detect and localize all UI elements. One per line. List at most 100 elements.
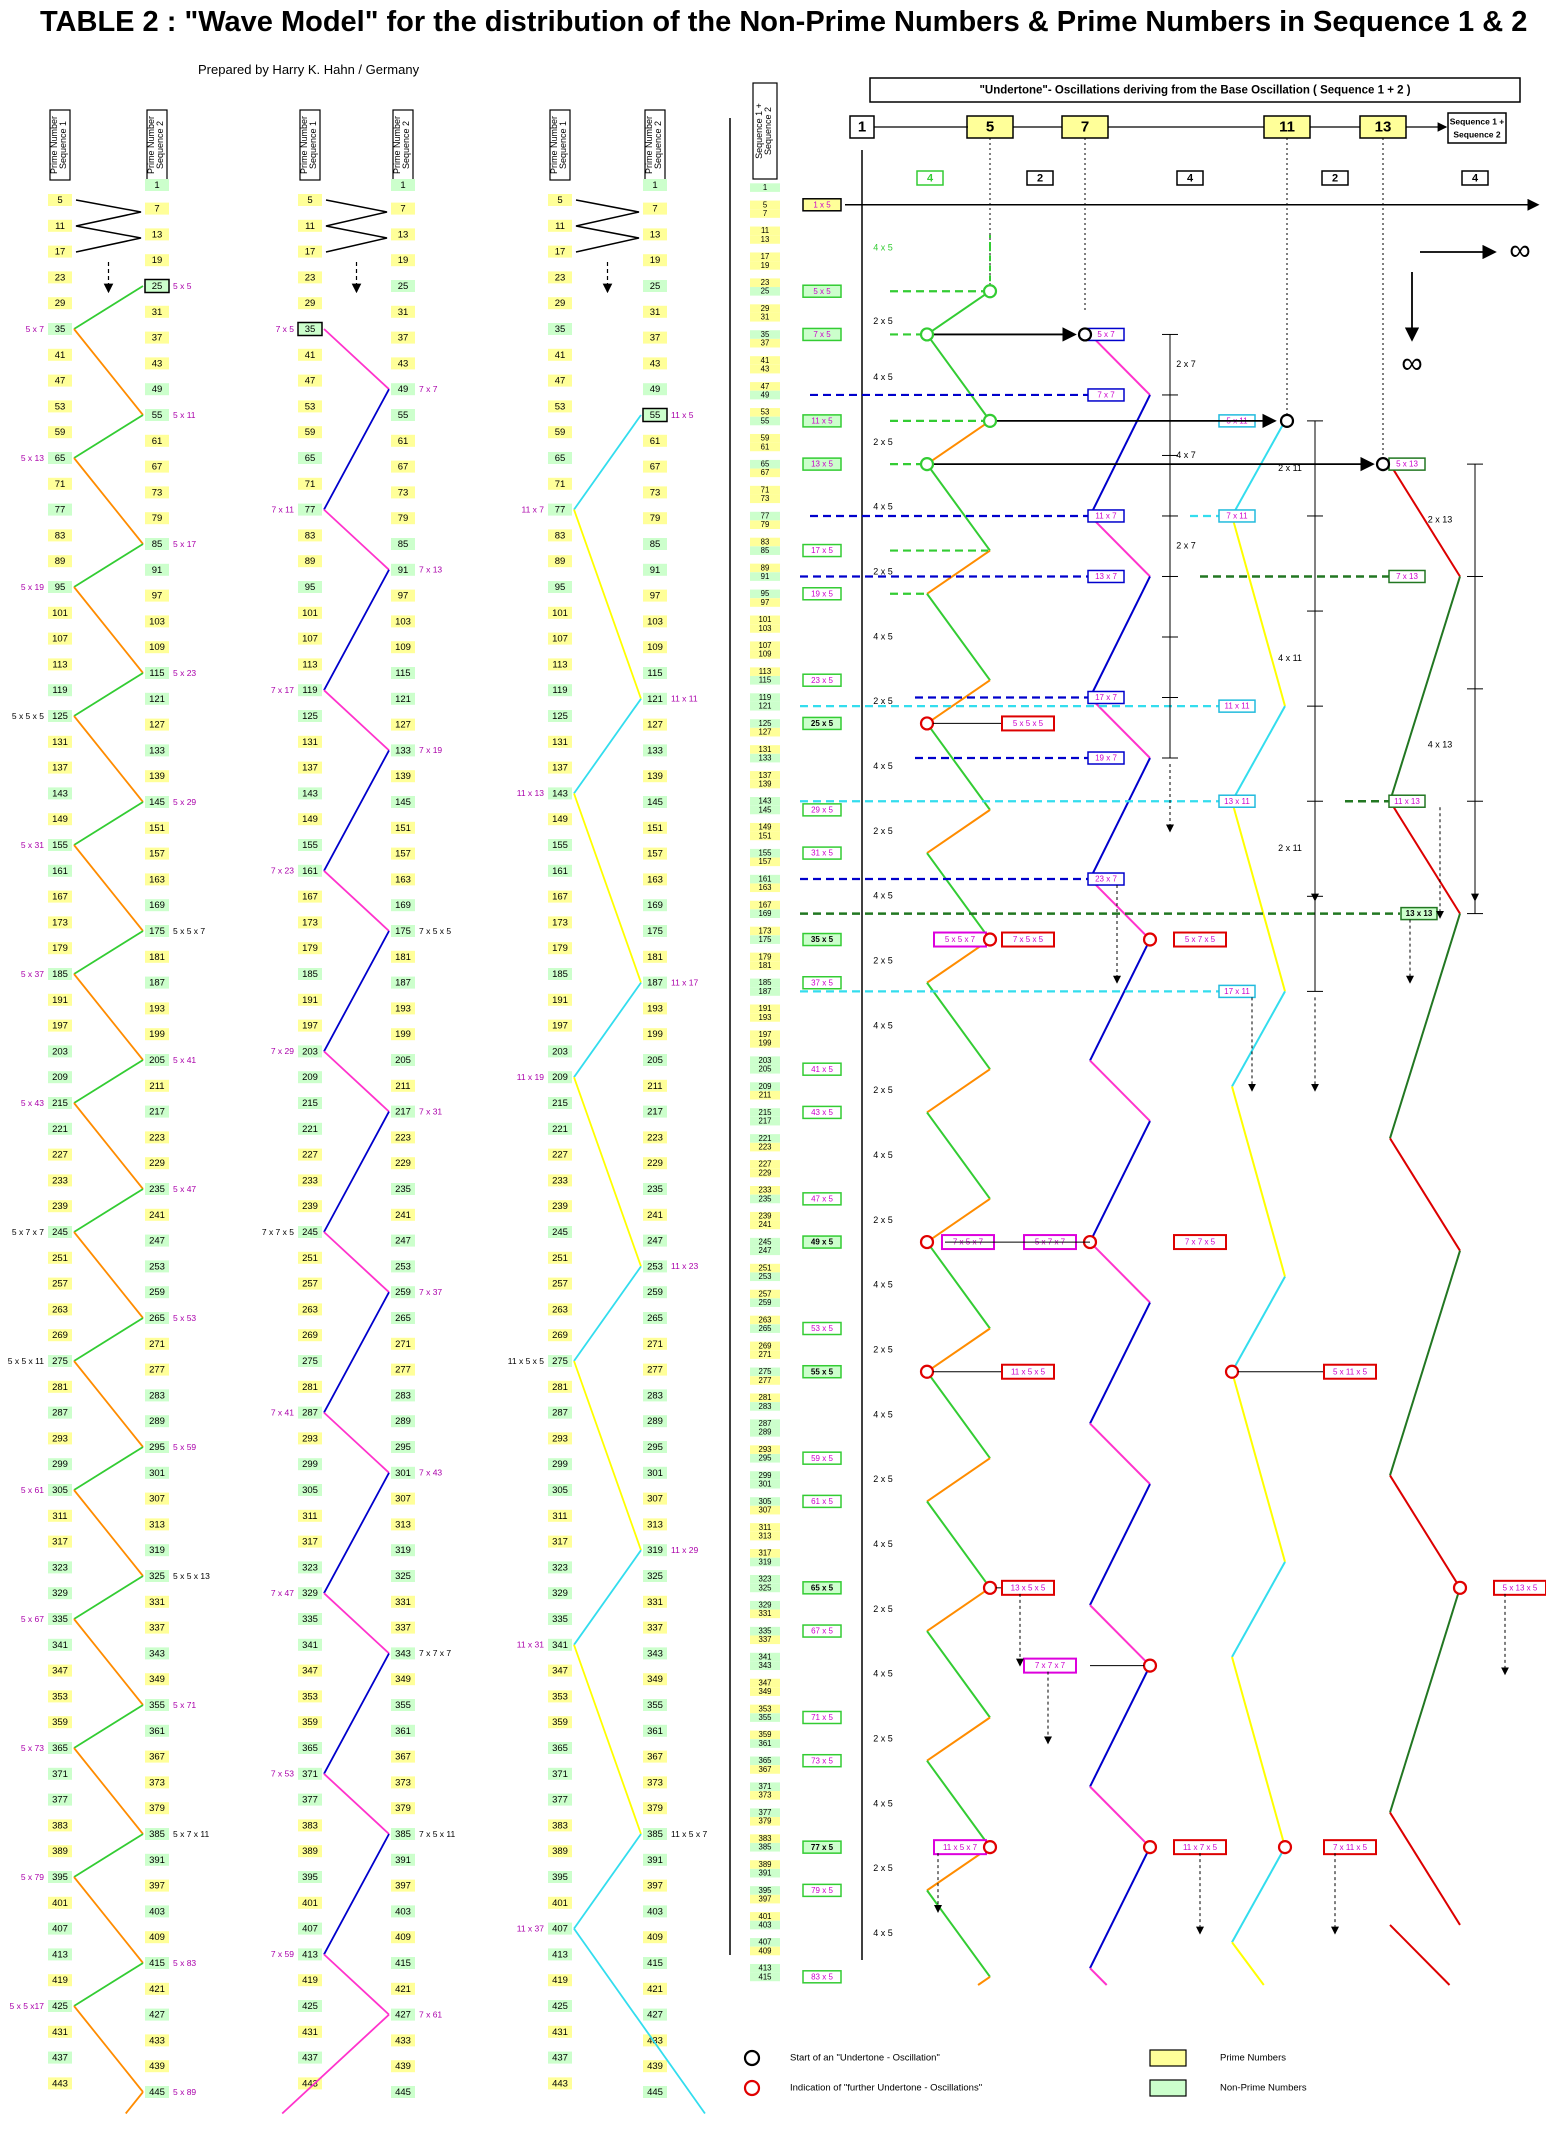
step-value: 2 [1332,172,1338,184]
oscillation-box-label: 7 x 11 [1226,512,1248,521]
seq1-cell [298,1664,322,1677]
seq1-cell [298,1845,322,1858]
combined-number: 365 [758,1756,772,1765]
combined-cell [750,1064,780,1074]
seq1-cell [298,813,322,826]
step-box [1461,170,1489,186]
combined-cell [750,1376,780,1385]
combined-cell [750,1134,780,1143]
seq1-number: 371 [52,1769,68,1780]
seq2-cell [643,1260,667,1273]
seq2-number: 349 [647,1674,663,1685]
seq2-number: 277 [647,1365,663,1376]
seq2-number: 139 [647,771,663,782]
seq1-cell [298,890,322,903]
x5-label: 61 x 5 [811,1497,833,1506]
seq2-number: 31 [152,307,163,318]
seq1-cell [548,813,572,826]
seq1-number: 35 [555,324,566,335]
seq2-number: 295 [395,1442,411,1453]
seq2-cell [145,1544,169,1557]
seq1-number: 431 [552,2027,568,2038]
seq1-cell [48,1148,72,1161]
combined-number: 211 [759,1091,771,1100]
combined-cell [750,459,780,469]
oscillation-box-label: 11 x 13 [1394,797,1420,806]
oscillation-box-label: 19 x 7 [1095,754,1117,763]
seq2-number: 145 [395,797,411,808]
wave-13-segment [1389,1250,1461,1476]
product-box-label: 11 x 5 x 7 [943,1843,978,1852]
wave-7-segment [1089,1483,1151,1606]
factor-label: 7 x 29 [271,1046,294,1056]
combined-cell [750,952,780,962]
combined-cell [750,1039,780,1048]
legend-prime-text: Prime Numbers [1220,2053,1286,2064]
x5-label: 41 x 5 [811,1065,833,1074]
seq2-number: 229 [149,1158,165,1169]
seq1-number: 29 [305,298,316,309]
seq1-cell [298,1613,322,1625]
seq2-number: 55 [152,410,163,421]
seq2-number: 181 [647,952,663,963]
seq2-cell [391,1389,415,1402]
oscillation-7-line [323,1111,390,1233]
seq1-cell [548,1767,572,1780]
combined-cell [750,1108,780,1117]
seq2-cell [145,202,169,215]
seq2-cell [391,228,415,241]
combined-number: 41 [761,356,770,365]
x5-box [802,198,842,212]
x5-box [802,1451,842,1465]
seq1-number: 311 [552,1511,567,1522]
seq1-number: 419 [302,1975,318,1986]
seq1-number: 443 [552,2078,568,2089]
combined-cell [750,1350,780,1359]
combined-number: 149 [758,823,771,832]
seq1-number: 167 [302,892,318,903]
seq1-number: 305 [552,1485,568,1496]
seq1-number: 11 [305,221,315,232]
wave-11-segment [1231,1276,1286,1373]
seq2-cell [391,1595,415,1608]
step-multiplier-label: 4 x 5 [873,1409,893,1419]
seq1-cell [298,1458,322,1471]
header-box [549,109,571,181]
seq1-number: 23 [305,272,316,283]
seq1-cell [48,606,72,619]
seq1-number: 41 [55,350,66,361]
seq2-number: 61 [152,436,163,447]
seq2-cell [145,1647,169,1660]
combined-cell [750,1402,780,1411]
combined-number: 29 [761,304,770,313]
seq1-cell [298,2025,322,2038]
seq1-cell [48,993,72,1006]
seq2-number: 73 [398,487,409,498]
factor-label: 5 x 17 [173,539,196,549]
oscillation-7-line [323,749,390,872]
combined-number: 13 [761,235,770,244]
oscillation-5-line [73,586,144,674]
seq1-cell [48,1948,72,1961]
seq2-number: 283 [149,1390,165,1401]
seq1-number: 203 [552,1046,568,1057]
oscillation-5-line [73,1618,144,1706]
further-undertone-circle [982,1580,998,1595]
step-multiplier-label: 2 x 11 [1278,843,1302,853]
combined-cell [750,1160,780,1169]
seq1-cell [548,1742,572,1754]
factor-label: 5 x 13 [21,453,44,463]
combined-cell [750,1713,780,1722]
step-multiplier-label: 2 x 5 [873,1604,893,1614]
seq2-number: 313 [395,1519,411,1530]
combined-cell [750,468,780,478]
seq2-cell [643,1105,667,1118]
seq1-number: 377 [302,1795,318,1806]
seq2-cell [643,1492,667,1505]
combined-number: 197 [758,1030,771,1039]
combined-cell [750,1142,780,1152]
seq2-number: 1 [154,180,159,191]
seq2-number: 85 [398,539,409,550]
combined-number: 19 [761,261,770,270]
